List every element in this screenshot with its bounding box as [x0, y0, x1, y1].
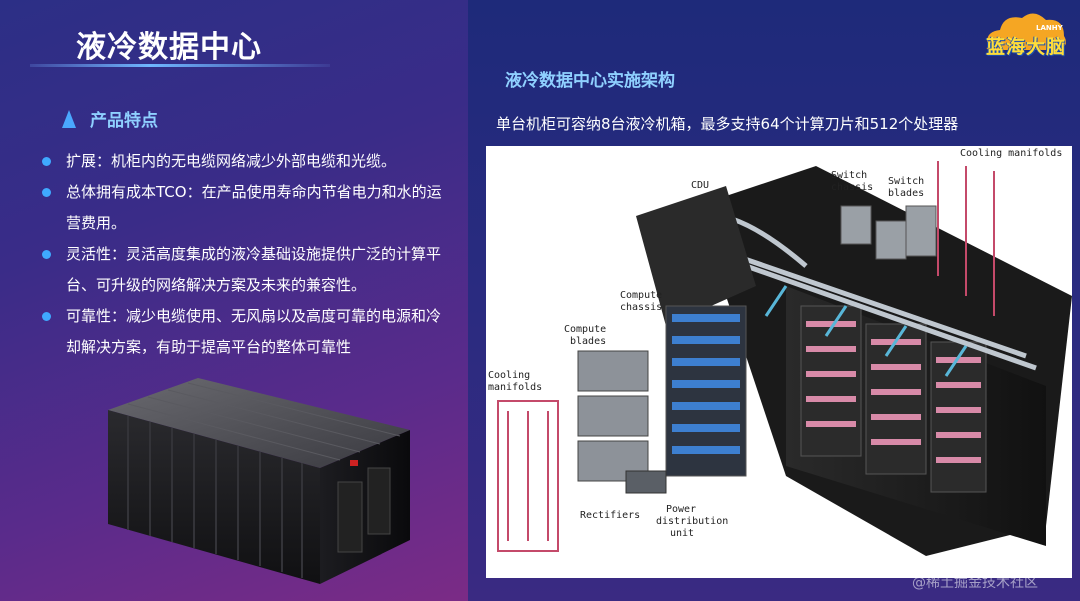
label-switch-blades-2: blades: [888, 188, 924, 199]
label-cooling-manifolds-left-2: manifolds: [488, 382, 542, 393]
architecture-diagram: CDU Switch chassis Switch blades Cooling…: [486, 146, 1072, 578]
feature-text: 扩展：机柜内的无电缆网络减少外部电缆和光缆。: [66, 152, 397, 170]
feature-item: 扩展：机柜内的无电缆网络减少外部电缆和光缆。: [38, 146, 448, 177]
title-underline: [30, 64, 330, 67]
feature-item: 灵活性：灵活高度集成的液冷基础设施提供广泛的计算平台、可升级的网络解决方案及未来…: [38, 239, 448, 301]
architecture-title: 液冷数据中心实施架构: [505, 71, 675, 91]
label-cooling-manifolds-left-1: Cooling: [488, 370, 530, 381]
label-rectifiers: Rectifiers: [580, 510, 640, 521]
architecture-caption: 单台机柜可容纳8台液冷机箱，最多支持64个计算刀片和512个处理器: [496, 115, 959, 133]
label-cooling-manifolds-top: Cooling manifolds: [960, 148, 1062, 159]
feature-item: 可靠性：减少电缆使用、无风扇以及高度可靠的电源和冷却解决方案，有助于提高平台的整…: [38, 301, 448, 363]
datacenter-container-image: [108, 378, 410, 584]
brand-logo: LANHY 蓝海大脑: [978, 6, 1074, 64]
label-switch-chassis-2: chassis: [831, 182, 873, 193]
feature-text: 灵活性：灵活高度集成的液冷基础设施提供广泛的计算平台、可升级的网络解决方案及未来…: [66, 245, 442, 294]
logo-text: 蓝海大脑: [985, 36, 1066, 58]
label-compute-chassis-2: chassis: [620, 302, 662, 313]
label-pdu-3: unit: [670, 528, 694, 539]
watermark: @稀土掘金技术社区: [912, 575, 1038, 591]
page-title: 液冷数据中心: [76, 30, 262, 65]
label-pdu-2: distribution: [656, 516, 728, 527]
label-compute-blades-2: blades: [570, 336, 606, 347]
section-title: 产品特点: [90, 111, 158, 131]
logo-small-text: LANHY: [1036, 24, 1063, 32]
bullet-icon: [42, 157, 51, 166]
cloud-icon: [986, 13, 1066, 51]
feature-item: 总体拥有成本TCO：在产品使用寿命内节省电力和水的运营费用。: [38, 177, 448, 239]
feature-text: 总体拥有成本TCO：在产品使用寿命内节省电力和水的运营费用。: [66, 183, 442, 232]
bullet-icon: [42, 312, 51, 321]
label-switch-chassis-1: Switch: [831, 170, 867, 181]
label-cdu: CDU: [691, 180, 709, 191]
bullet-icon: [42, 188, 51, 197]
label-switch-blades-1: Switch: [888, 176, 924, 187]
section-heading: 产品特点: [62, 106, 158, 131]
triangle-icon: [62, 109, 76, 128]
label-compute-blades-1: Compute: [564, 324, 606, 335]
label-compute-chassis-1: Compute: [620, 290, 662, 301]
feature-list: 扩展：机柜内的无电缆网络减少外部电缆和光缆。 总体拥有成本TCO：在产品使用寿命…: [38, 146, 448, 363]
bullet-icon: [42, 250, 51, 259]
label-pdu-1: Power: [666, 504, 696, 515]
feature-text: 可靠性：减少电缆使用、无风扇以及高度可靠的电源和冷却解决方案，有助于提高平台的整…: [66, 307, 442, 356]
